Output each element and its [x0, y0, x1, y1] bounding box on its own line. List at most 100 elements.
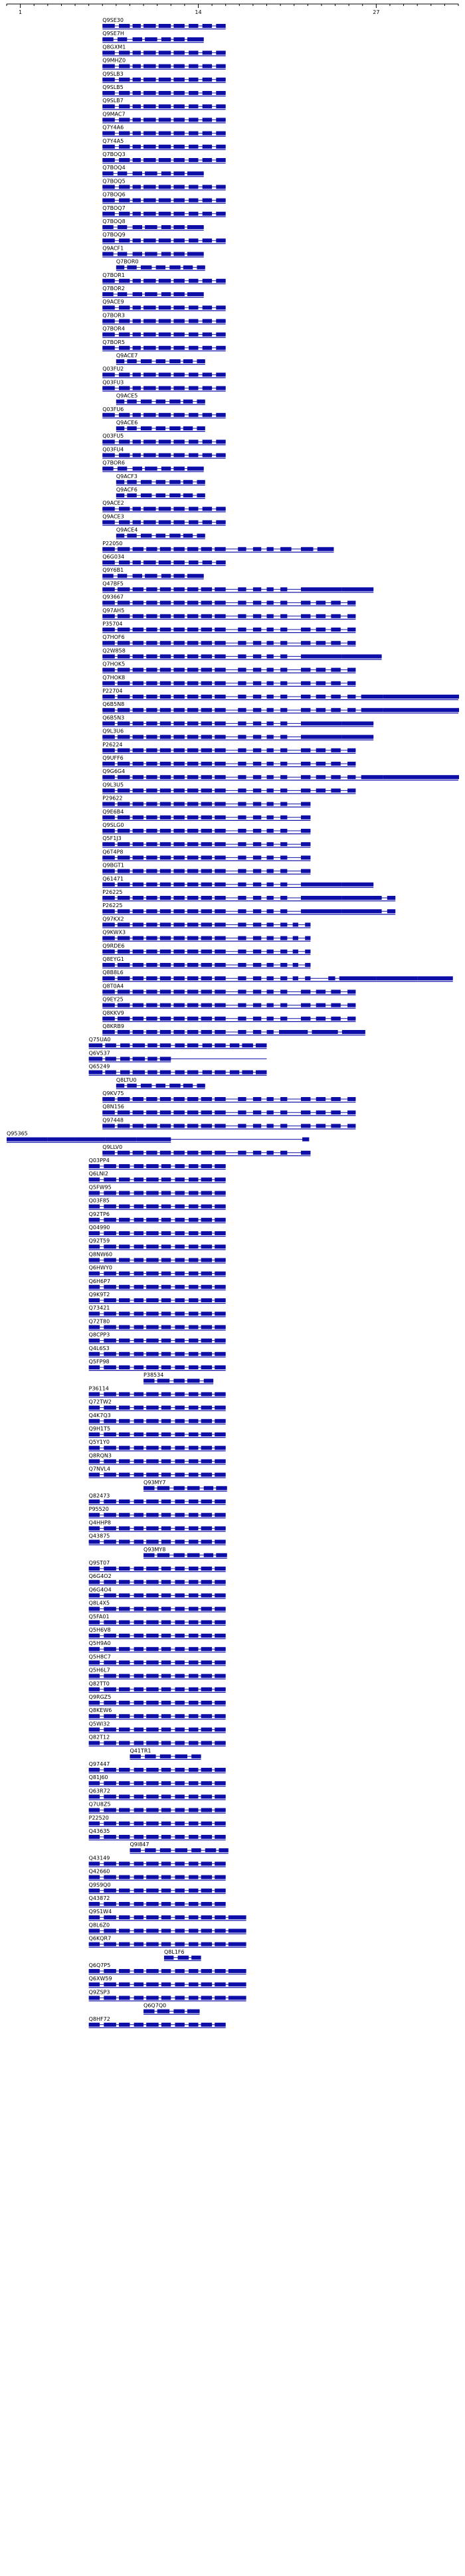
- segment-block: [201, 989, 213, 994]
- track-label: Q97AH5: [102, 608, 124, 614]
- alignment-track: Q7BOR0: [116, 259, 205, 271]
- segment-block: [146, 1647, 159, 1652]
- alignment-track: Q9SLB3: [102, 71, 226, 83]
- segment-block: [175, 1835, 185, 1839]
- segment-block: [161, 1593, 171, 1598]
- segment-block: [143, 1486, 155, 1490]
- segment-block: [161, 1875, 171, 1879]
- track-label: Q7BOQ9: [102, 232, 125, 238]
- segment-rail: [7, 1142, 171, 1143]
- segment-block: [173, 305, 185, 310]
- track-label: Q43635: [89, 1828, 110, 1834]
- segment-block: [146, 1727, 159, 1732]
- segment-rail: [88, 1691, 226, 1693]
- segment-block: [215, 1835, 226, 1839]
- segment-block: [252, 1030, 262, 1034]
- segment-block: [252, 1124, 262, 1128]
- alignment-track: Q03FU6: [102, 406, 226, 418]
- segment-block: [134, 2022, 144, 2027]
- segment-block: [143, 560, 156, 564]
- segment-block: [118, 373, 130, 377]
- segment-block: [118, 560, 130, 564]
- segment-block: [201, 1459, 213, 1464]
- segment-block: [146, 547, 157, 551]
- segment-block: [189, 1835, 199, 1839]
- segment-block: [215, 1969, 226, 1973]
- segment-block: [238, 587, 246, 592]
- segment-block: [146, 654, 157, 659]
- segment-block: [104, 1432, 116, 1436]
- segment-block: [118, 1204, 130, 1209]
- segment-block: [238, 628, 246, 632]
- segment-block: [215, 1418, 226, 1423]
- segment-block: [187, 1110, 199, 1115]
- segment-block: [215, 641, 226, 645]
- segment-rail: [102, 981, 453, 982]
- segment-block: [147, 1043, 157, 1048]
- segment-block: [118, 1741, 130, 1745]
- segment-block: [203, 1379, 214, 1383]
- segment-block: [132, 560, 141, 564]
- segment-block: [189, 1351, 199, 1356]
- segment-block: [146, 1245, 159, 1249]
- segment-block: [216, 211, 226, 216]
- segment-block: [175, 1821, 185, 1826]
- segment-block: [301, 788, 311, 793]
- segment-block: [280, 614, 288, 618]
- segment-block: [202, 91, 213, 95]
- segment-block: [316, 600, 326, 605]
- segment-block: [132, 185, 141, 189]
- segment-block: [127, 359, 137, 363]
- segment-block: [201, 815, 213, 819]
- track-label: Q9G6G4: [102, 768, 125, 774]
- segment-block: [301, 641, 311, 645]
- segment-block: [159, 842, 171, 847]
- segment-block: [118, 1674, 130, 1678]
- track-label: Q8L4X5: [89, 1600, 110, 1606]
- track-label: Q8EYG1: [102, 956, 124, 962]
- segment-block: [201, 1969, 213, 1973]
- segment-block: [301, 815, 311, 819]
- segment-block: [132, 708, 144, 713]
- alignment-track: Q9SLB7: [102, 98, 226, 110]
- segment-block: [201, 1298, 213, 1302]
- segment-block: [301, 762, 311, 766]
- alignment-track: Q82TT0: [88, 1681, 226, 1693]
- alignment-track: Q97448: [102, 1117, 356, 1130]
- segment-block: [146, 695, 157, 699]
- segment-block: [187, 2009, 200, 2014]
- segment-block: [341, 909, 382, 914]
- track-label: Q6G4O4: [89, 1587, 112, 1592]
- segment-rail: [88, 1893, 226, 1894]
- segment-block: [189, 507, 199, 511]
- segment-block: [189, 1969, 199, 1973]
- segment-block: [102, 815, 115, 819]
- segment-block: [134, 1258, 144, 1262]
- segment-block: [161, 1231, 171, 1235]
- segment-rail: [102, 216, 226, 217]
- segment-block: [102, 909, 115, 914]
- segment-block: [215, 1016, 226, 1021]
- segment-rail: [102, 323, 226, 325]
- segment-block: [104, 1204, 116, 1209]
- alignment-track: Q7HOK5: [102, 661, 356, 673]
- track-label: Q6T4P8: [102, 849, 123, 855]
- segment-block: [280, 949, 288, 954]
- track-label: Q9MAC7: [102, 111, 125, 117]
- segment-block: [146, 1392, 159, 1397]
- track-label: Q8HF72: [89, 2016, 110, 2022]
- segment-block: [105, 1043, 116, 1048]
- segment-block: [102, 278, 115, 283]
- segment-block: [117, 882, 130, 887]
- alignment-track: Q63R72: [88, 1788, 226, 1800]
- segment-block: [301, 989, 311, 994]
- segment-block: [187, 721, 199, 726]
- segment-block: [215, 1231, 226, 1235]
- segment-block: [104, 1231, 116, 1235]
- alignment-track: Q5H9A0: [88, 1640, 226, 1653]
- segment-block: [279, 1030, 308, 1034]
- segment-block: [118, 1459, 130, 1464]
- segment-block: [117, 252, 128, 256]
- track-label: Q93MY8: [143, 1547, 165, 1553]
- segment-block: [280, 654, 288, 659]
